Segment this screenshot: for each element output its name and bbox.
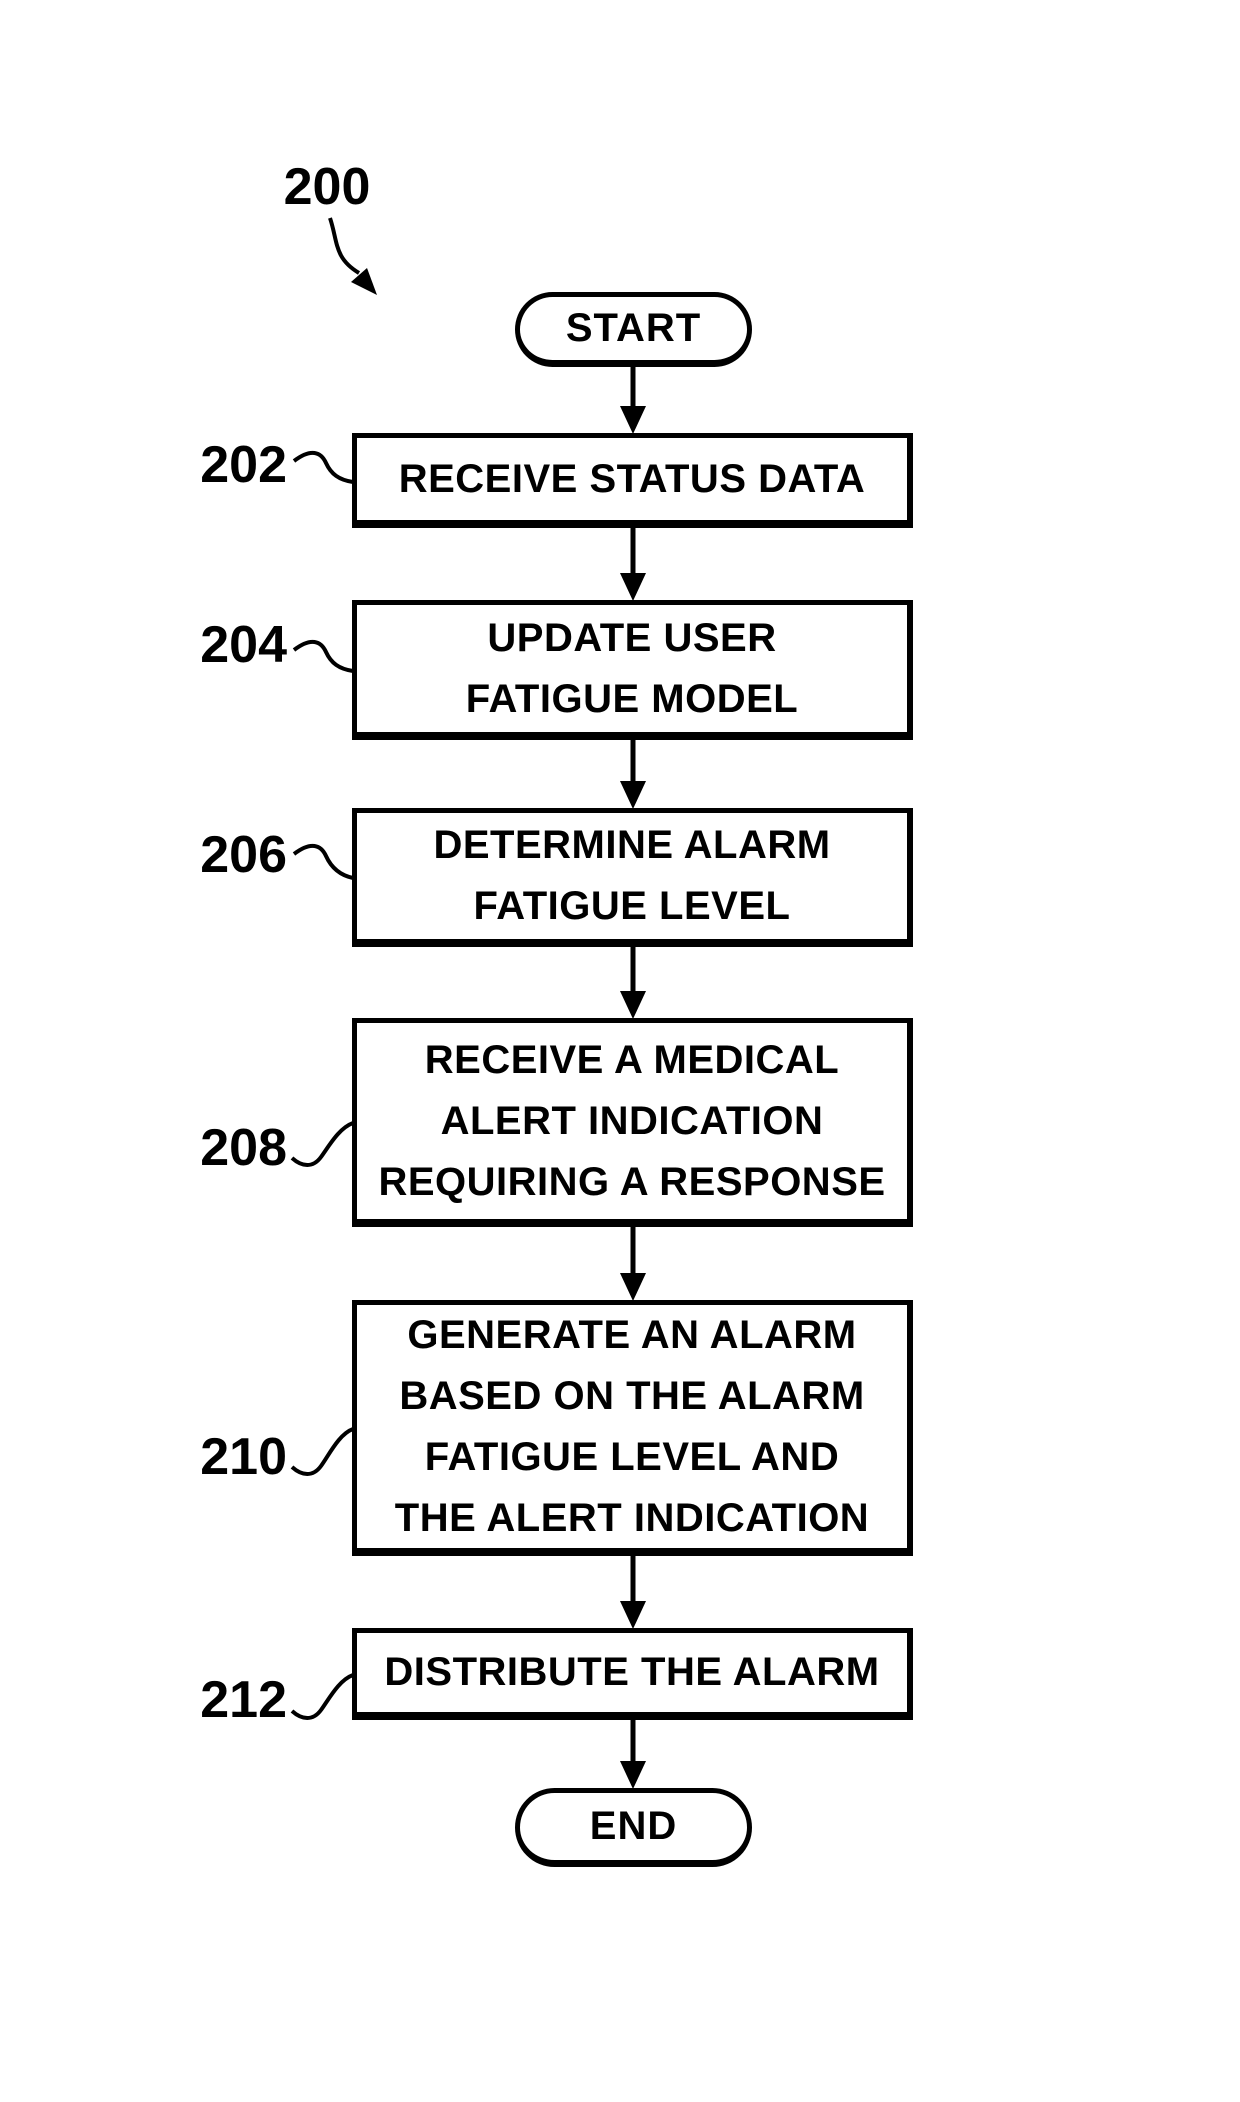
flow-arrowhead — [620, 991, 646, 1019]
step-box-208: RECEIVE A MEDICAL ALERT INDICATION REQUI… — [352, 1018, 913, 1227]
ref-connector-204 — [292, 640, 354, 673]
step-box-212-text: DISTRIBUTE THE ALARM — [384, 1642, 879, 1703]
step-text-line: RECEIVE STATUS DATA — [398, 456, 866, 501]
ref-label-206: 206 — [200, 826, 287, 884]
flow-arrowhead — [620, 781, 646, 809]
flow-arrowhead — [620, 1761, 646, 1789]
ref-label-208: 208 — [200, 1119, 287, 1177]
step-text-line: DETERMINE ALARM — [433, 823, 831, 867]
step-text-line: REQUIRING A RESPONSE — [378, 1159, 886, 1204]
step-box-204: UPDATE USER FATIGUE MODEL — [352, 600, 913, 740]
step-text-line: GENERATE AN ALARM — [407, 1312, 857, 1357]
figure-ref-pointer-curve — [328, 217, 361, 275]
step-text-line: RECEIVE A MEDICAL — [424, 1037, 840, 1082]
ref-connector-202 — [292, 451, 354, 484]
figure-ref-pointer-arrowhead — [351, 268, 377, 295]
step-text-line: BASED ON THE ALARM — [399, 1373, 865, 1418]
step-box-212: DISTRIBUTE THE ALARM — [352, 1628, 913, 1720]
flow-arrowhead — [620, 406, 646, 434]
step-box-202-text: RECEIVE STATUS DATA — [399, 449, 866, 510]
step-box-206-text: DETERMINE ALARM FATIGUE LEVEL — [433, 815, 830, 937]
flow-arrowhead — [620, 573, 646, 601]
step-text-line: ALERT INDICATION — [440, 1098, 824, 1143]
figure-reference-label: 200 — [283, 158, 371, 216]
step-text-line: FATIGUE LEVEL — [473, 884, 791, 928]
step-text-line: THE ALERT INDICATION — [394, 1495, 870, 1540]
ref-connector-210 — [290, 1427, 354, 1476]
ref-connector-208 — [290, 1121, 354, 1167]
step-box-206: DETERMINE ALARM FATIGUE LEVEL — [352, 808, 913, 947]
end-terminal: END — [515, 1788, 752, 1867]
step-text-line: FATIGUE MODEL — [465, 676, 799, 721]
ref-connector-206 — [292, 844, 354, 880]
step-text-line: FATIGUE LEVEL AND — [424, 1434, 840, 1479]
step-box-210-text: GENERATE AN ALARM BASED ON THE ALARM FAT… — [395, 1305, 869, 1549]
step-text-line: UPDATE USER — [487, 615, 777, 660]
step-text-line: DISTRIBUTE THE ALARM — [384, 1650, 880, 1694]
ref-connector-212 — [290, 1673, 354, 1720]
step-box-208-text: RECEIVE A MEDICAL ALERT INDICATION REQUI… — [378, 1030, 885, 1213]
flow-arrowhead — [620, 1601, 646, 1629]
step-box-210: GENERATE AN ALARM BASED ON THE ALARM FAT… — [352, 1300, 913, 1556]
ref-label-204: 204 — [200, 616, 287, 674]
end-terminal-label: END — [589, 1804, 678, 1848]
ref-label-202: 202 — [200, 436, 287, 494]
ref-label-210: 210 — [200, 1428, 287, 1486]
flow-arrowhead — [620, 1273, 646, 1301]
step-box-204-text: UPDATE USER FATIGUE MODEL — [466, 608, 798, 730]
start-terminal: START — [515, 292, 752, 367]
start-terminal-label: START — [565, 306, 702, 350]
step-box-202: RECEIVE STATUS DATA — [352, 433, 913, 528]
ref-label-212: 212 — [200, 1671, 287, 1729]
